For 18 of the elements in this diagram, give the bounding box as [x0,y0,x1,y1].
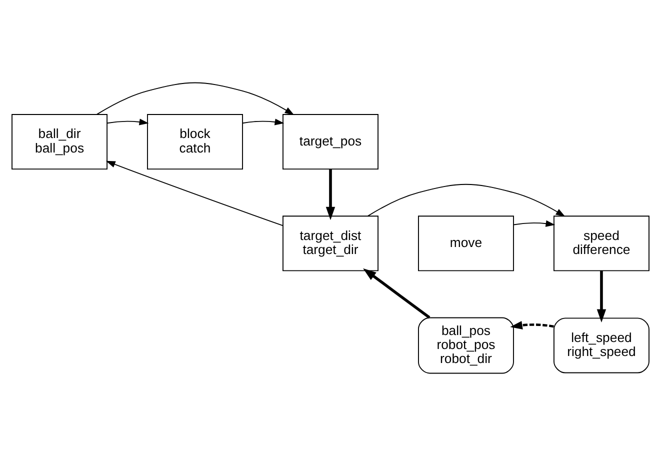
node-box: ball_pos robot_pos robot_dir [418,317,514,374]
arrow [326,169,336,220]
arrow [368,184,566,217]
node-box: target_pos [282,114,378,170]
node-box: block catch [147,114,243,170]
arrow [596,270,606,322]
node-box: target_dist target_dir [282,216,378,272]
arrow [513,220,556,227]
arrow [96,82,294,116]
node-box: ball_dir ball_pos [12,114,108,170]
arrow [363,268,430,319]
node-box: move [418,216,514,272]
node-box: left_speed right_speed [554,318,650,374]
arrow [106,118,149,126]
arrow [510,320,554,330]
arrow [106,160,284,226]
arrow [242,118,284,126]
node-box: speed difference [554,216,650,272]
